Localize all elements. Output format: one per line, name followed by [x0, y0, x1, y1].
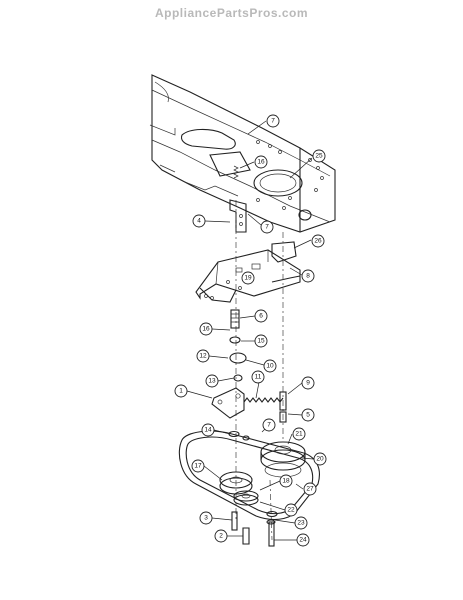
callout-8: 8 — [301, 269, 315, 283]
callout-14: 14 — [201, 423, 215, 437]
callout-16: 16 — [254, 155, 268, 169]
callout-label: 7 — [267, 422, 271, 429]
callout-13: 13 — [205, 374, 219, 388]
callout-label: 1 — [179, 388, 183, 395]
callout-label: 22 — [287, 507, 295, 514]
callout-24: 24 — [296, 533, 310, 547]
callout-3: 3 — [199, 511, 213, 525]
callout-7: 7 — [262, 418, 276, 432]
callout-label: 3 — [204, 515, 208, 522]
callout-label: 4 — [197, 218, 201, 225]
callout-5: 5 — [301, 408, 315, 422]
callout-label: 20 — [316, 456, 324, 463]
callout-23: 23 — [294, 516, 308, 530]
callout-16: 16 — [199, 322, 213, 336]
centerlines — [235, 200, 284, 541]
callout-20: 20 — [313, 452, 327, 466]
callout-25: 25 — [312, 149, 326, 163]
leader-lines — [186, 120, 314, 541]
callout-7: 7 — [260, 220, 274, 234]
callout-label: 9 — [306, 380, 310, 387]
callout-label: 15 — [257, 338, 265, 345]
callout-label: 10 — [266, 363, 274, 370]
callout-6: 6 — [254, 309, 268, 323]
callout-label: 14 — [204, 427, 212, 434]
callout-27: 27 — [303, 482, 317, 496]
callout-label: 12 — [199, 353, 207, 360]
callout-15: 15 — [254, 334, 268, 348]
callout-2: 2 — [214, 529, 228, 543]
mounting-plate — [195, 241, 301, 303]
callout-9: 9 — [301, 376, 315, 390]
callout-10: 10 — [263, 359, 277, 373]
callout-11: 11 — [251, 370, 265, 384]
belt-and-pulleys — [178, 430, 320, 547]
callout-12: 12 — [196, 349, 210, 363]
callout-7: 7 — [266, 114, 280, 128]
callout-label: 21 — [295, 431, 303, 438]
callout-label: 25 — [315, 153, 323, 160]
callout-19: 19 — [241, 271, 255, 285]
callout-label: 19 — [244, 275, 252, 282]
callout-label: 6 — [259, 313, 263, 320]
callout-label: 2 — [219, 533, 223, 540]
idler-assembly — [211, 309, 287, 441]
callout-label: 7 — [271, 118, 275, 125]
callout-21: 21 — [292, 427, 306, 441]
callout-label: 8 — [306, 273, 310, 280]
callout-label: 11 — [255, 374, 262, 381]
callout-17: 17 — [191, 459, 205, 473]
callout-22: 22 — [284, 503, 298, 517]
callout-label: 17 — [194, 463, 202, 470]
callout-4: 4 — [192, 214, 206, 228]
callout-label: 18 — [282, 478, 290, 485]
callout-label: 26 — [314, 238, 322, 245]
callout-26: 26 — [311, 234, 325, 248]
callout-label: 16 — [202, 326, 210, 333]
callout-label: 5 — [306, 412, 310, 419]
callout-label: 13 — [208, 378, 216, 385]
callout-label: 7 — [265, 224, 269, 231]
chassis-frame — [149, 74, 336, 233]
callout-label: 23 — [297, 520, 305, 527]
callout-label: 16 — [257, 159, 265, 166]
callout-label: 24 — [299, 537, 307, 544]
callout-1: 1 — [174, 384, 188, 398]
callout-label: 27 — [306, 486, 314, 493]
watermark: AppliancePartsPros.com — [154, 6, 309, 20]
callout-18: 18 — [279, 474, 293, 488]
